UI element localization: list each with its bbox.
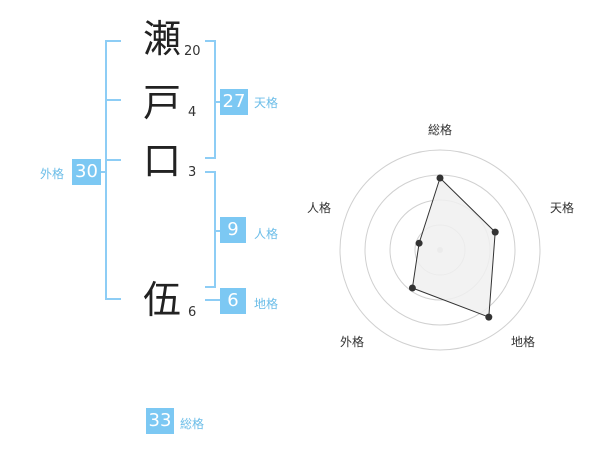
stroke-count-1: 20 (184, 44, 201, 59)
tenkaku-label: 天格 (254, 96, 279, 110)
stroke-count-3: 3 (188, 165, 197, 180)
outer-bracket-connector (96, 171, 106, 173)
jinkaku-badge: 9 (220, 217, 246, 243)
outer-bracket-tick-2 (105, 99, 121, 101)
radar-series-polygon (411, 177, 496, 318)
radar-point-2 (485, 313, 493, 321)
radar-point-1 (491, 228, 499, 236)
radar-axis-label-soukaku: 総格 (428, 123, 453, 137)
name-char-2: 戸 (142, 81, 181, 125)
radar-axis-label-jinkaku: 人格 (307, 201, 332, 215)
radar-axis-label-tenkaku: 天格 (550, 201, 575, 215)
outer-bracket-left (105, 40, 121, 300)
jinkaku-label: 人格 (254, 227, 279, 241)
radar-point-3 (408, 284, 416, 292)
tenkaku-bracket (205, 40, 216, 159)
chikaku-label: 地格 (254, 297, 279, 311)
radar-axis-label-gaikaku: 外格 (340, 335, 365, 349)
chikaku-badge: 6 (220, 288, 246, 314)
radar-axis-label-chikaku: 地格 (511, 335, 536, 349)
soukaku-label: 総格 (180, 417, 205, 431)
soukaku-badge: 33 (146, 408, 174, 434)
radar-point-4 (415, 239, 423, 247)
jinkaku-connector (215, 230, 221, 232)
outer-bracket-tick-3 (105, 159, 121, 161)
radar-chart (339, 149, 541, 351)
name-char-1: 瀬 (142, 17, 181, 61)
tenkaku-badge: 27 (220, 89, 248, 115)
stroke-count-2: 4 (188, 105, 197, 120)
stroke-count-4: 6 (188, 305, 197, 320)
jinkaku-bracket (205, 171, 216, 288)
radar-point-0 (436, 174, 444, 182)
gaikaku-label: 外格 (40, 167, 65, 181)
name-char-3: 口 (142, 139, 181, 183)
tenkaku-connector (215, 101, 221, 103)
gaikaku-badge: 30 (72, 159, 101, 185)
radar-ring (339, 149, 541, 351)
chikaku-connector (205, 299, 221, 301)
name-char-4: 伍 (142, 278, 181, 322)
